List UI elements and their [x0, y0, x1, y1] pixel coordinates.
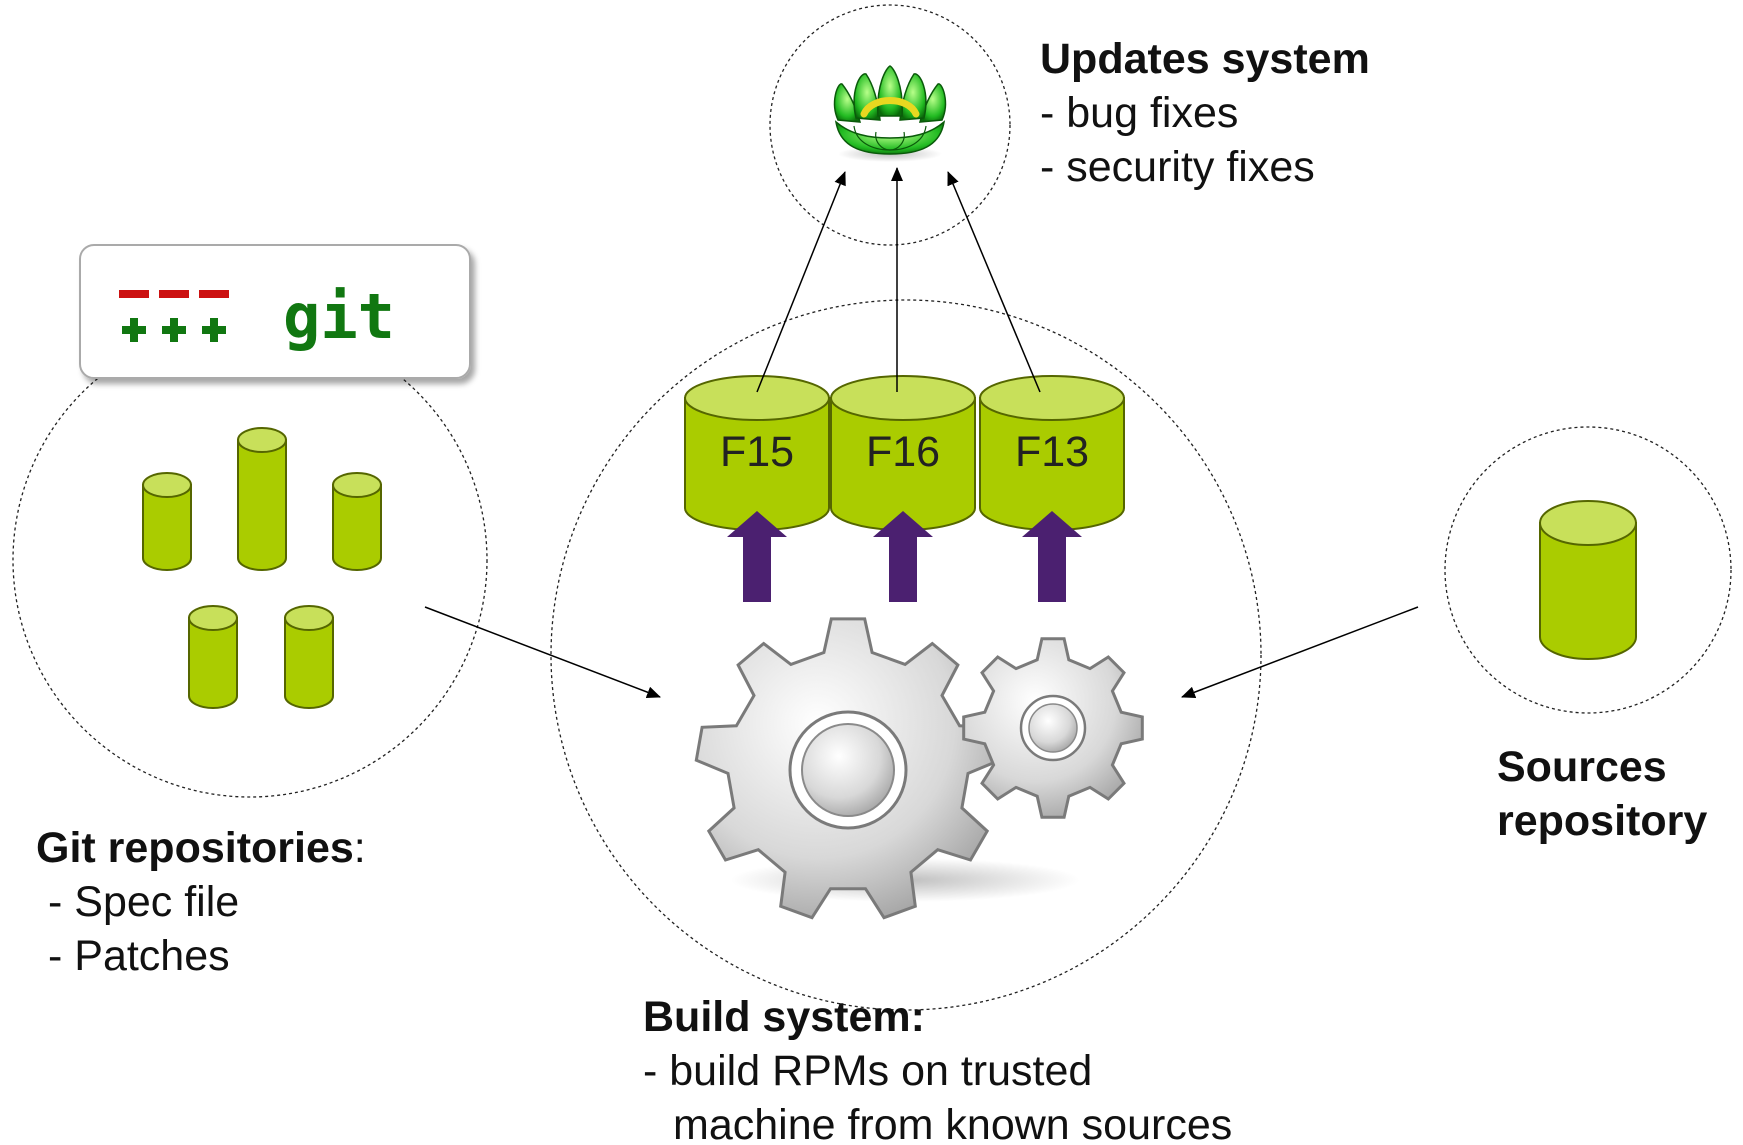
push-arrow-f15 [727, 511, 787, 602]
f13-to-updates-arrow [947, 171, 1041, 393]
git-repo-drums [142, 427, 382, 709]
updates-line-1: - bug fixes [1040, 89, 1238, 137]
release-drum-f13-label: F13 [1015, 428, 1089, 476]
updates-circle [769, 4, 1011, 246]
sources-title-line-2: repository [1497, 797, 1707, 845]
sources-repo-drum [1539, 500, 1637, 660]
git-repo-drum [237, 427, 287, 571]
f15-to-updates-arrow [756, 171, 846, 393]
updates-line-2: - security fixes [1040, 143, 1315, 191]
build-circle [550, 299, 1262, 1011]
release-drum-f13: F13 [979, 375, 1125, 531]
git-logo-text: git [283, 280, 395, 353]
release-drum-f16-label: F16 [866, 428, 940, 476]
push-arrow-f16 [873, 511, 933, 602]
git-repo-drum [142, 472, 192, 571]
git-to-build-arrow [424, 606, 661, 698]
build-line-2: machine from known sources [673, 1101, 1232, 1145]
git-title: Git repositories: [36, 824, 366, 872]
sources-to-build-arrow [1181, 606, 1419, 698]
release-drums: F15 F16 F13 [684, 375, 1125, 531]
git-line-1: - Spec file [48, 878, 239, 926]
build-title: Build system: [643, 993, 925, 1041]
updates-title: Updates system [1040, 35, 1370, 83]
lotus-icon [833, 65, 947, 162]
build-push-arrows [727, 511, 1082, 602]
release-drum-f16: F16 [830, 375, 976, 531]
sources-circle [1444, 426, 1732, 714]
sources-title-line-1: Sources [1497, 743, 1667, 791]
release-drum-f15-label: F15 [720, 428, 794, 476]
git-line-2: - Patches [48, 932, 230, 980]
build-line-1: - build RPMs on trusted [643, 1047, 1092, 1095]
gears-icon [694, 617, 1144, 920]
git-repo-drum [188, 605, 238, 709]
release-drum-f15: F15 [684, 375, 830, 531]
sources-drum [1539, 500, 1637, 660]
git-repo-drum [284, 605, 334, 709]
push-arrow-f13 [1022, 511, 1082, 602]
git-repo-drum [332, 472, 382, 571]
git-logo: git [79, 244, 471, 379]
